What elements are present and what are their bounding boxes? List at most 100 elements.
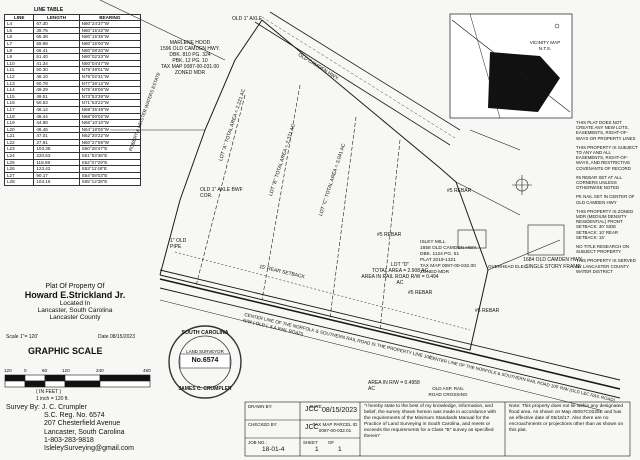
flood-note: Note: This property does not lie within … bbox=[509, 404, 624, 433]
house-outline bbox=[527, 224, 565, 256]
job-label: JOB NO.: bbox=[248, 440, 267, 445]
plat-title-line5: Lancaster County bbox=[49, 314, 101, 321]
lot-lines bbox=[195, 84, 401, 331]
surveyor-reg: S.C. Reg. No. 6574 bbox=[44, 412, 105, 420]
job-value: 18-01-4 bbox=[262, 446, 285, 453]
date-value: 08/15/2023 bbox=[322, 407, 358, 414]
lot-d-name: LOT "D" bbox=[390, 262, 410, 268]
line-table-title: LINE TABLE bbox=[34, 7, 64, 13]
note-item: THIS PROPERTY IS ZONED MDR (MEDIUM DENSI… bbox=[576, 208, 634, 240]
surveyor-phone: 1-803-283-9818 bbox=[44, 436, 94, 444]
isley-label: ISLEY MILL 1658 OLD CAMDEN HWY. DBK. 112… bbox=[420, 240, 478, 276]
note-item: PK NAIL SET IN CENTER OF OLD CAMDEN HWY bbox=[576, 194, 635, 205]
plat-title-line1: Plat Of Property Of bbox=[45, 283, 105, 290]
checked-by-label: CHECKED BY: bbox=[248, 422, 278, 427]
seal-bottom: JAMES C. CRUMPLER bbox=[178, 386, 232, 392]
scale-tick-6: 480 bbox=[143, 368, 151, 373]
marlene-hood-label: MARLENE HOOD 1596 OLD CAMDEN HWY. DBK. 8… bbox=[150, 40, 230, 76]
scale-tick-2: 0 bbox=[24, 368, 27, 373]
plat-title-block: Plat Of Property Of Howard E.Strickland … bbox=[0, 283, 150, 321]
line-table-cell: S55°12'38"E bbox=[78, 178, 142, 187]
isley-dbk: DBK. 1124 PG. 51 bbox=[420, 252, 460, 257]
date-label: DATE: bbox=[310, 404, 323, 409]
isley-tax: TAX MAP 0087-00-032.00 bbox=[420, 264, 476, 269]
surveyor-addr2: Lancaster, South Carolina bbox=[44, 428, 125, 436]
note-item: #5 REBAR SET AT ALL CORNERS UNLESS OTHER… bbox=[576, 174, 622, 191]
vicinity-label: VICINITY MAP N.T.S. bbox=[529, 40, 561, 51]
marlene-name: MARLENE HOOD bbox=[169, 40, 211, 46]
tax-map-label: TAX MAP PARCEL ID bbox=[312, 422, 358, 427]
graphic-scale-title: GRAPHIC SCALE bbox=[28, 346, 103, 356]
of-value: 1 bbox=[338, 446, 342, 453]
rebar-label-3: #5 REBAR bbox=[408, 290, 433, 296]
rebar-label-4: #5 REBAR bbox=[475, 308, 500, 314]
vicinity-map bbox=[449, 13, 573, 119]
north-arrow bbox=[512, 175, 532, 195]
plat-scale: Scale 1"= 120' bbox=[6, 334, 39, 340]
notes-column: THIS PLAT DOES NOT CREATE ANY NEW LOTS, … bbox=[576, 120, 638, 278]
note-item: THIS PROPERTY IS SERVED BY LANCASTER COU… bbox=[576, 258, 636, 274]
sheet-label: SHEET bbox=[303, 440, 318, 445]
marlene-zone: ZONED MDR bbox=[174, 70, 206, 76]
seal-top: SOUTH CAROLINA bbox=[181, 330, 229, 336]
checked-by-value: JCC bbox=[305, 424, 319, 431]
drawn-by-label: DRAWN BY: bbox=[248, 404, 273, 409]
tax-map-value: 0087-00-032.01 bbox=[318, 427, 352, 433]
isley-addr: 1658 OLD CAMDEN HWY. bbox=[420, 246, 478, 251]
marlene-pbk: PBK. 12 PG. 10 bbox=[172, 58, 208, 64]
line-table-cell: L28 bbox=[3, 178, 35, 187]
tax-map-block: TAX MAP PARCEL ID 0087-00-032.01 bbox=[312, 422, 358, 433]
plat-title-line3: Located In bbox=[59, 300, 91, 307]
crossing-label: OLD ASP. RAIL ROAD CROSSING bbox=[428, 386, 468, 397]
scale-unit: ( IN FEET ) bbox=[36, 389, 62, 395]
note-item: NO TITLE RESEARCH ON SUBJECT PROPERTY bbox=[576, 244, 630, 255]
plat-date: Date 08/15/2023 bbox=[98, 334, 135, 340]
lot-d-rr: AREA IN RAIL ROAD R/W = 0.494 AC bbox=[361, 274, 439, 286]
rebar-label-1: #5 REBAR bbox=[447, 188, 472, 194]
title-block-lines bbox=[244, 401, 631, 457]
seal-middle: LAND SURVEYOR bbox=[186, 349, 224, 354]
scale-tick-1: 120 bbox=[4, 368, 12, 373]
lot-d-area: TOTAL AREA = 2.908 AC bbox=[371, 268, 429, 274]
surveyor-block: Survey By: J. C. Crumpler S.C. Reg. No. … bbox=[6, 404, 134, 453]
area-rw-label: AREA IN R/W = 0.4958 AC bbox=[368, 380, 420, 392]
note-item: THIS PLAT DOES NOT CREATE ANY NEW LOTS, … bbox=[576, 120, 636, 141]
marlene-addr: 1596 OLD CAMDEN HWY. bbox=[160, 46, 220, 52]
old-pipe-label: 1" OLD PIPE bbox=[170, 238, 187, 250]
plat-title-line4: Lancaster, South Carolina bbox=[37, 307, 113, 314]
adjoining-lines bbox=[99, 0, 561, 271]
old-camden-hwy bbox=[254, 11, 461, 146]
building-outline bbox=[457, 229, 487, 249]
sheet-value: 1 bbox=[315, 446, 319, 453]
lot-d-label: LOT "D" TOTAL AREA = 2.908 AC AREA IN RA… bbox=[358, 262, 442, 286]
surveyor-email: IsleleySurveying@gmail.com bbox=[44, 445, 134, 453]
scale-tick-4: 120 bbox=[62, 368, 70, 373]
railroad-row bbox=[159, 269, 621, 411]
drawn-by-value: JCC bbox=[305, 406, 319, 413]
surveyor-name: Survey By: J. C. Crumpler bbox=[6, 404, 87, 411]
marlene-tax: TAX MAP 0087-00-031.00 bbox=[160, 64, 220, 70]
isley-zone: ZONED MDR bbox=[420, 270, 450, 275]
isley-plat: PLAT 2019-1321 bbox=[420, 258, 456, 263]
scale-ratio: 1 inch = 120 ft. bbox=[36, 396, 69, 402]
isley-name: ISLEY MILL bbox=[420, 240, 446, 245]
old-axle-label: OLD 1" AXLE bbox=[232, 16, 263, 22]
rear-setback-line bbox=[174, 251, 471, 331]
note-item: THIS PROPERTY IS SUBJECT TO ANY AND ALL … bbox=[576, 144, 638, 171]
of-label: OF bbox=[328, 440, 335, 445]
rebar-label-2: #5 REBAR bbox=[377, 232, 402, 238]
plat-owner-name: Howard E.Strickland Jr. bbox=[24, 290, 126, 300]
house-note: 1684 OLD CAMDEN HWY. SINGLE STORY FRAME bbox=[523, 257, 583, 270]
overhead-label: OVERHEAD ELEC. bbox=[488, 264, 529, 269]
old-axle-bwf-label: OLD 1" AXLE BWF COR. bbox=[200, 187, 243, 199]
surveyor-addr1: 207 Chesterfield Avenue bbox=[44, 420, 121, 428]
scale-tick-5: 240 bbox=[96, 368, 104, 373]
marlene-dbk: DBK. 810 PG. 324 bbox=[169, 52, 211, 58]
line-table-cell: 104.16 bbox=[33, 178, 80, 187]
